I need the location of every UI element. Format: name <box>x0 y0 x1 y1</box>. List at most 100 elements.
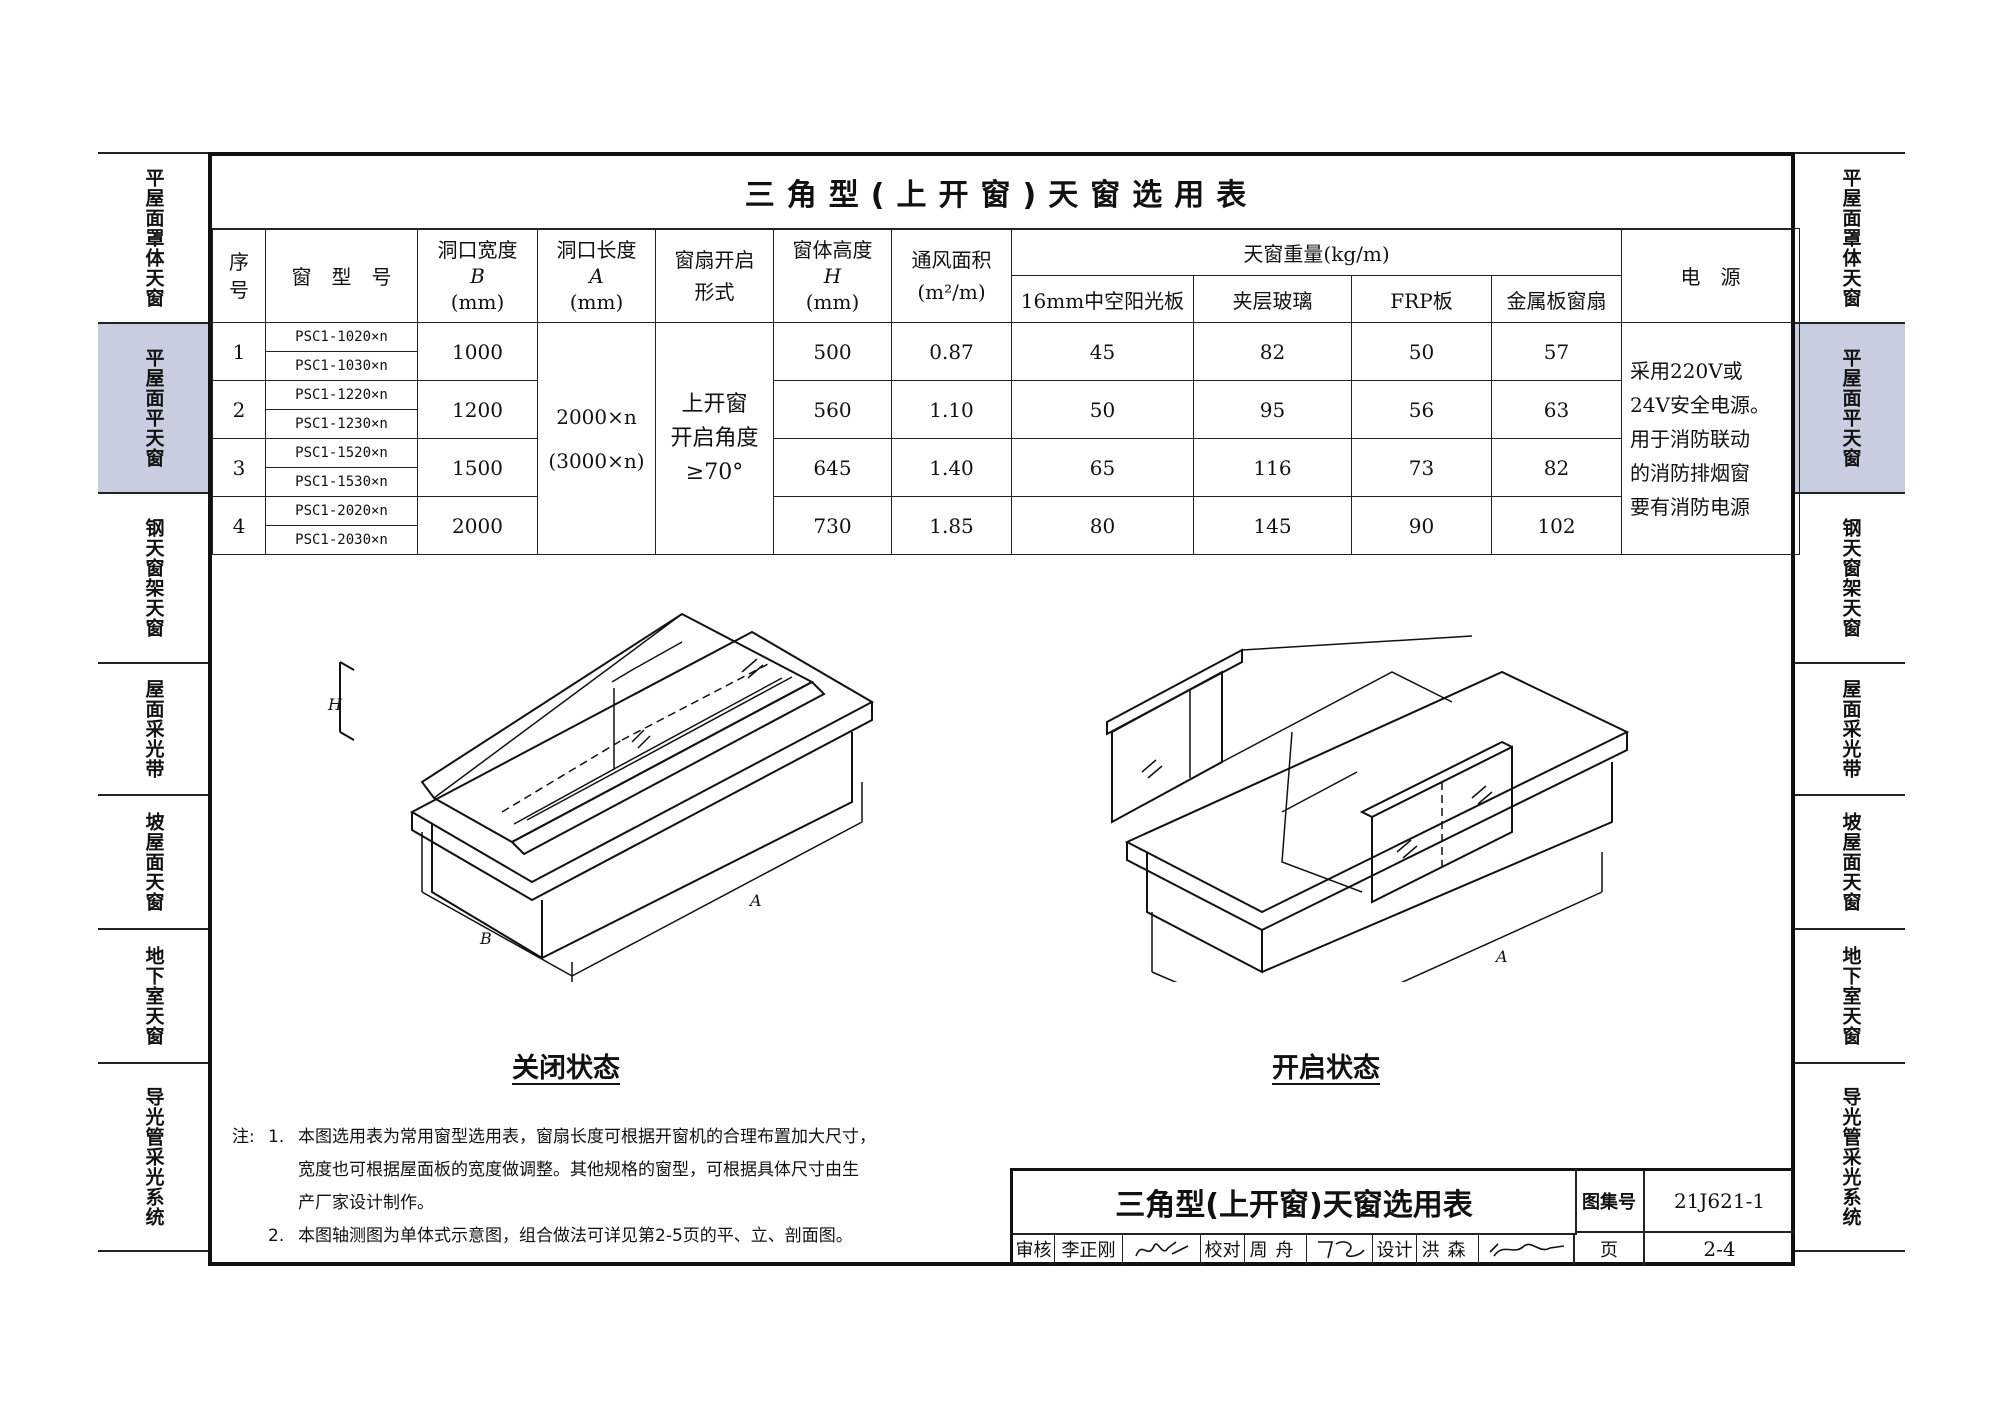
title-block: 三角型(上开窗)天窗选用表 图集号 21J621-1 审核 李正刚 校对 周舟 … <box>1010 1168 1794 1265</box>
sidebar-item-1[interactable]: 平屋面平天窗 <box>1795 322 1905 492</box>
header-model: 窗 型 号 <box>265 228 418 323</box>
open-skylight-drawing <box>1106 635 1630 982</box>
page-number: 2-4 <box>1703 1237 1736 1261</box>
checker-signature <box>1307 1233 1373 1265</box>
sidebar-item-1[interactable]: 平屋面平天窗 <box>98 322 208 492</box>
table-row: PSC1-2030×n <box>213 525 1800 555</box>
cell-model: PSC1-1230×n <box>265 409 418 439</box>
cell-w1: 50 <box>1011 380 1194 439</box>
cell-w2: 116 <box>1193 438 1352 497</box>
header-w3: FRP板 <box>1351 275 1492 323</box>
sidebar-item-6[interactable]: 导光管采光系统 <box>1795 1062 1905 1252</box>
sidebar-item-3[interactable]: 屋面采光带 <box>1795 662 1905 794</box>
cell-w4: 57 <box>1490 322 1623 381</box>
notes: 注: 1. 本图选用表为常用窗型选用表，窗扇长度可根据开窗机的合理布置加大尺寸，… <box>232 1121 1022 1253</box>
left-sidebar: 平屋面罩体天窗 平屋面平天窗 钢天窗架天窗 屋面采光带 坡屋面天窗 地下室天窗 … <box>98 152 208 1252</box>
table-row: PSC1-1530×n <box>213 467 1800 497</box>
cell-seq: 3 <box>212 438 266 497</box>
atlas-label: 图集号 <box>1575 1171 1645 1233</box>
note-item: 2. 本图轴测图为单体式示意图，组合做法可详见第2-5页的平、立、剖面图。 <box>268 1226 853 1246</box>
review-label: 审核 <box>1013 1233 1055 1265</box>
designer: 洪森 <box>1417 1233 1479 1265</box>
header-weight: 天窗重量(kg/m) <box>1010 228 1623 276</box>
caption-open: 开启状态 <box>1272 1053 1380 1084</box>
sidebar-item-6[interactable]: 导光管采光系统 <box>98 1062 208 1252</box>
cell-height: 560 <box>773 380 892 439</box>
table-row: 4 PSC1-2020×n 2000 730 1.85 80 145 90 10… <box>212 496 1800 555</box>
cell-model: PSC1-1020×n <box>265 322 418 352</box>
cell-model: PSC1-1030×n <box>265 351 418 381</box>
header-seq: 序号 <box>212 228 266 323</box>
table-row: PSC1-1230×n <box>213 409 1800 439</box>
header-w4: 金属板窗扇 <box>1490 275 1623 323</box>
check-label: 校对 <box>1201 1233 1245 1265</box>
cell-w3: 90 <box>1351 496 1492 555</box>
sidebar-item-3[interactable]: 屋面采光带 <box>98 662 208 794</box>
cell-vent: 1.85 <box>891 496 1012 555</box>
table-row: 2 PSC1-1220×n 1200 560 1.10 50 95 56 63 <box>212 380 1800 439</box>
header-w1: 16mm中空阳光板 <box>1011 275 1194 323</box>
sidebar-item-2[interactable]: 钢天窗架天窗 <box>1795 492 1905 662</box>
cell-seq: 2 <box>212 380 266 439</box>
cell-w1: 80 <box>1011 496 1194 555</box>
sidebar-item-0[interactable]: 平屋面罩体天窗 <box>1795 152 1905 322</box>
cell-vent: 1.40 <box>891 438 1012 497</box>
cell-height: 645 <box>773 438 892 497</box>
cell-w3: 56 <box>1351 380 1492 439</box>
cell-length: 2000×n(3000×n) <box>537 322 656 555</box>
atlas-number: 21J621-1 <box>1645 1171 1794 1233</box>
page-label: 页 <box>1575 1233 1645 1265</box>
sidebar-item-2[interactable]: 钢天窗架天窗 <box>98 492 208 662</box>
sidebar-item-5[interactable]: 地下室天窗 <box>98 928 208 1062</box>
caption-closed: 关闭状态 <box>512 1053 620 1084</box>
open-dim-a: A <box>1494 947 1508 966</box>
notes-label: 注: <box>232 1127 255 1147</box>
sidebar-item-4[interactable]: 坡屋面天窗 <box>1795 794 1905 928</box>
reviewer-signature <box>1123 1233 1201 1265</box>
title-block-title: 三角型(上开窗)天窗选用表 <box>1013 1171 1577 1235</box>
cell-model: PSC1-1220×n <box>265 380 418 410</box>
cell-model: PSC1-1520×n <box>265 438 418 468</box>
right-sidebar: 平屋面罩体天窗 平屋面平天窗 钢天窗架天窗 屋面采光带 坡屋面天窗 地下室天窗 … <box>1795 152 1905 1252</box>
checker: 周舟 <box>1245 1233 1307 1265</box>
cell-model: PSC1-2030×n <box>265 525 418 555</box>
cell-w4: 63 <box>1490 380 1623 439</box>
cell-width: 1200 <box>417 380 538 439</box>
cell-w4: 82 <box>1490 438 1623 497</box>
cell-w2: 95 <box>1193 380 1352 439</box>
cell-w4: 102 <box>1490 496 1623 555</box>
closed-dim-a: A <box>748 891 762 910</box>
design-label: 设计 <box>1373 1233 1417 1265</box>
cell-model: PSC1-2020×n <box>265 496 418 526</box>
header-w2: 夹层玻璃 <box>1193 275 1352 323</box>
table-row: 1 PSC1-1020×n 1000 2000×n(3000×n) 上开窗开启角… <box>212 322 1801 555</box>
cell-w2: 145 <box>1193 496 1352 555</box>
cell-height: 500 <box>773 322 892 381</box>
cell-w3: 50 <box>1351 322 1492 381</box>
closed-dim-h: H <box>327 695 343 714</box>
isometric-drawings: H B A <box>327 612 1630 982</box>
note-item: 注: 1. 本图选用表为常用窗型选用表，窗扇长度可根据开窗机的合理布置加大尺寸，… <box>232 1121 1022 1220</box>
cell-w3: 73 <box>1351 438 1492 497</box>
closed-skylight-drawing <box>339 612 875 982</box>
sidebar-item-5[interactable]: 地下室天窗 <box>1795 928 1905 1062</box>
cell-height: 730 <box>773 496 892 555</box>
reviewer: 李正刚 <box>1055 1233 1123 1265</box>
designer-signature <box>1479 1233 1575 1265</box>
sidebar-item-4[interactable]: 坡屋面天窗 <box>98 794 208 928</box>
cell-vent: 0.87 <box>891 322 1012 381</box>
header-open-type: 窗扇开启形式 <box>655 228 774 323</box>
cell-w1: 65 <box>1011 438 1194 497</box>
cell-width: 1500 <box>417 438 538 497</box>
cell-w1: 45 <box>1011 322 1194 381</box>
sidebar-item-0[interactable]: 平屋面罩体天窗 <box>98 152 208 322</box>
cell-width: 2000 <box>417 496 538 555</box>
cell-vent: 1.10 <box>891 380 1012 439</box>
cell-open-type: 上开窗开启角度≥70° <box>655 322 774 555</box>
